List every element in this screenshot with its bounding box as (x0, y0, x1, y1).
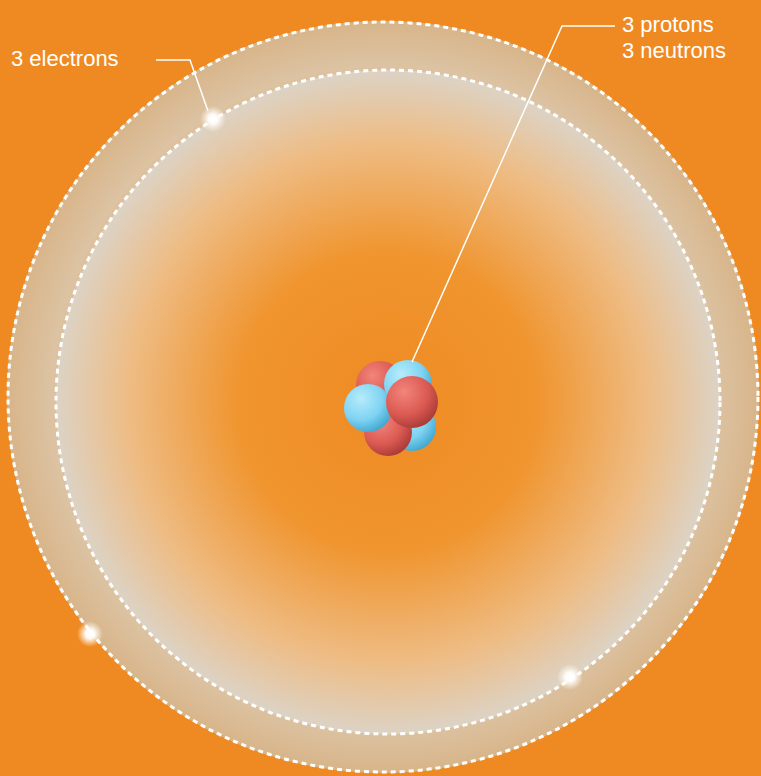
leader-line (156, 60, 208, 111)
inner-shell (56, 70, 720, 734)
electron (557, 664, 583, 690)
outer-shell (7, 21, 759, 773)
electron (200, 106, 226, 132)
neutron (344, 384, 392, 432)
electron-label: 3 electrons (11, 46, 119, 72)
electron (77, 621, 103, 647)
inner-orbit (56, 70, 720, 734)
nucleus-label: 3 neutrons (622, 38, 726, 64)
outer-orbit (8, 22, 758, 772)
nucleus-label: 3 protons (622, 12, 714, 38)
nucleus (344, 360, 438, 456)
leader-line (412, 26, 615, 362)
proton (386, 376, 438, 428)
electrons (77, 106, 583, 690)
